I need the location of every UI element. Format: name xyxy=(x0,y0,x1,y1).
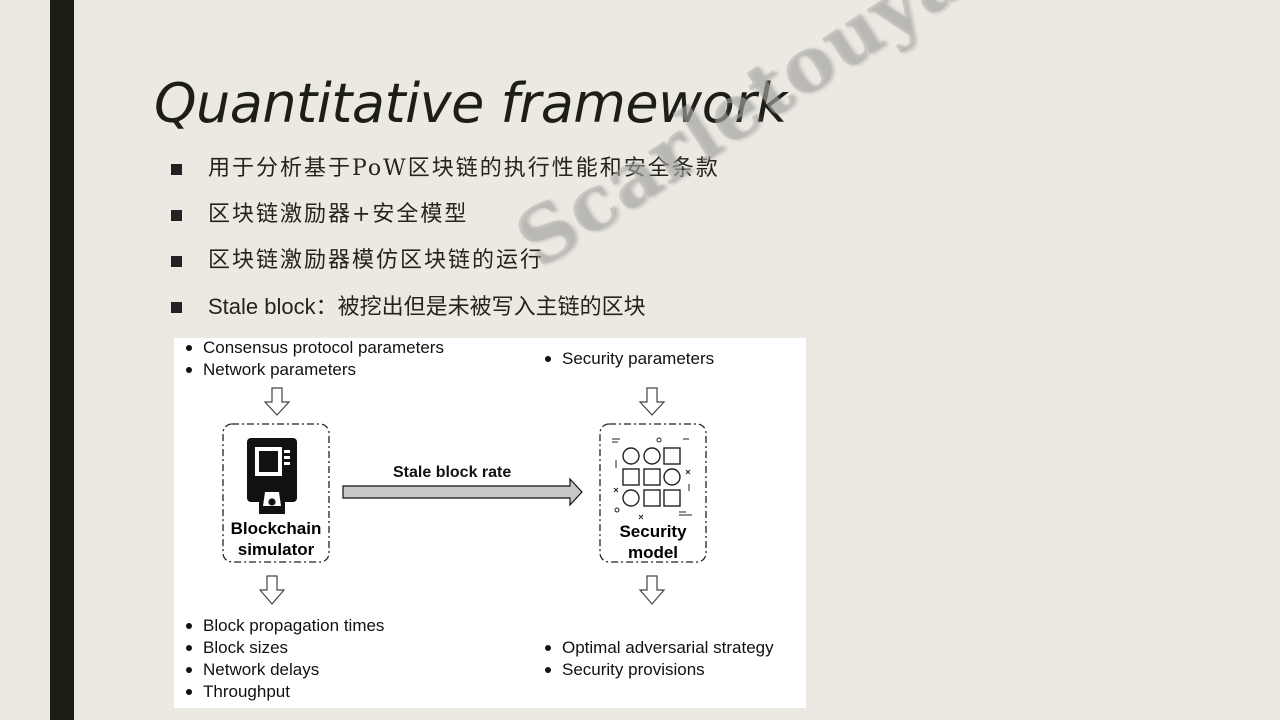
list-item: Throughput xyxy=(174,681,384,703)
bullet-text: Stale block：被挖出但是未被写入主链的区块 xyxy=(208,294,646,319)
bullet-list: 用于分析基于PoW区块链的执行性能和安全条款 区块链激励器+安全模型 区块链激励… xyxy=(168,150,720,334)
arrow-label: Stale block rate xyxy=(393,464,512,481)
bullet-item: 区块链激励器模仿区块链的运行 xyxy=(168,242,720,288)
list-item: Network parameters xyxy=(174,359,444,381)
list-item: Security provisions xyxy=(533,659,774,681)
bullet-item: 区块链激励器+安全模型 xyxy=(168,196,720,242)
slide-title: Quantitative framework xyxy=(154,72,787,135)
security-pattern-icon xyxy=(612,437,692,520)
simulator-output-list: Block propagation times Block sizes Netw… xyxy=(174,615,384,703)
bullet-item: 用于分析基于PoW区块链的执行性能和安全条款 xyxy=(168,150,720,196)
list-item: Optimal adversarial strategy xyxy=(533,637,774,659)
security-box xyxy=(599,423,707,563)
down-arrow-icon xyxy=(258,575,286,605)
computer-device-icon xyxy=(247,438,297,514)
list-item: Network delays xyxy=(174,659,384,681)
stale-rate-arrow xyxy=(342,477,583,507)
bullet-text: 用于分析基于PoW区块链的执行性能和安全条款 xyxy=(208,156,720,181)
left-accent-bar xyxy=(50,0,74,720)
security-output-list: Optimal adversarial strategy Security pr… xyxy=(533,637,774,681)
watermark: Scarletouyang xyxy=(500,0,1072,285)
square-bullet-icon xyxy=(171,164,182,175)
list-item: Block sizes xyxy=(174,637,384,659)
square-bullet-icon xyxy=(171,256,182,267)
security-input-list: Security parameters xyxy=(533,348,714,370)
bullet-text: 区块链激励器模仿区块链的运行 xyxy=(208,248,545,273)
square-bullet-icon xyxy=(171,302,182,313)
simulator-input-list: Consensus protocol parameters Network pa… xyxy=(174,337,444,381)
list-item: Security parameters xyxy=(533,348,714,370)
security-label: Security model xyxy=(619,522,687,562)
framework-diagram: Consensus protocol parameters Network pa… xyxy=(174,338,806,708)
list-item: Consensus protocol parameters xyxy=(174,337,444,359)
square-bullet-icon xyxy=(171,210,182,221)
list-item: Block propagation times xyxy=(174,615,384,637)
diagram-graphics xyxy=(222,387,707,605)
bullet-text: 区块链激励器+安全模型 xyxy=(208,202,469,227)
simulator-box xyxy=(222,423,330,563)
down-arrow-icon xyxy=(263,387,291,416)
down-arrow-icon xyxy=(638,387,666,416)
bullet-item: Stale block：被挖出但是未被写入主链的区块 xyxy=(168,288,720,334)
simulator-label: Blockchain simulator xyxy=(230,519,322,559)
down-arrow-icon xyxy=(638,575,666,605)
